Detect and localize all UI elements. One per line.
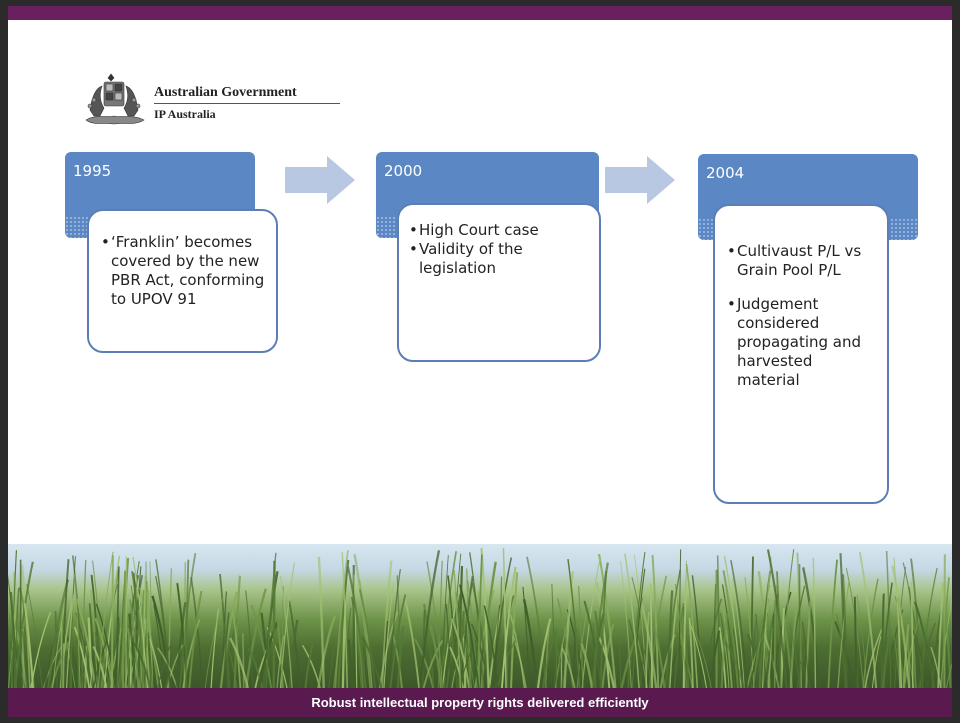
top-bar: [8, 6, 952, 20]
footer-bar: Robust intellectual property rights deli…: [8, 688, 952, 717]
year-label: 2004: [706, 164, 745, 182]
organization-name: Australian Government: [154, 85, 297, 100]
timeline-card-2000: High Court case Validity of the legislat…: [397, 203, 601, 362]
footer-tagline: Robust intellectual property rights deli…: [311, 695, 649, 710]
logo-text: Australian Government IP Australia: [154, 84, 340, 122]
department-name: IP Australia: [154, 107, 216, 121]
logo-divider: [154, 103, 340, 104]
bullet-item: Judgement considered propagating and har…: [727, 295, 877, 390]
bullet-item: ‘Franklin’ becomes covered by the new PB…: [101, 233, 266, 309]
slide: Australian Government IP Australia 1995 …: [8, 6, 952, 717]
bullet-item: Cultivaust P/L vs Grain Pool P/L: [727, 242, 877, 280]
bullet-item: High Court case: [409, 221, 589, 240]
bullet-item: Validity of the legislation: [409, 240, 589, 278]
timeline-card-1995: ‘Franklin’ becomes covered by the new PB…: [87, 209, 278, 353]
arrow-right-icon: [605, 156, 675, 204]
timeline-card-2004: Cultivaust P/L vs Grain Pool P/L Judgeme…: [713, 204, 889, 504]
coat-of-arms-icon: [85, 73, 145, 125]
year-label: 2000: [384, 162, 423, 180]
grass-banner-image: [8, 544, 952, 688]
arrow-right-icon: [285, 156, 355, 204]
year-label: 1995: [73, 162, 112, 180]
government-logo: Australian Government IP Australia: [84, 70, 344, 138]
